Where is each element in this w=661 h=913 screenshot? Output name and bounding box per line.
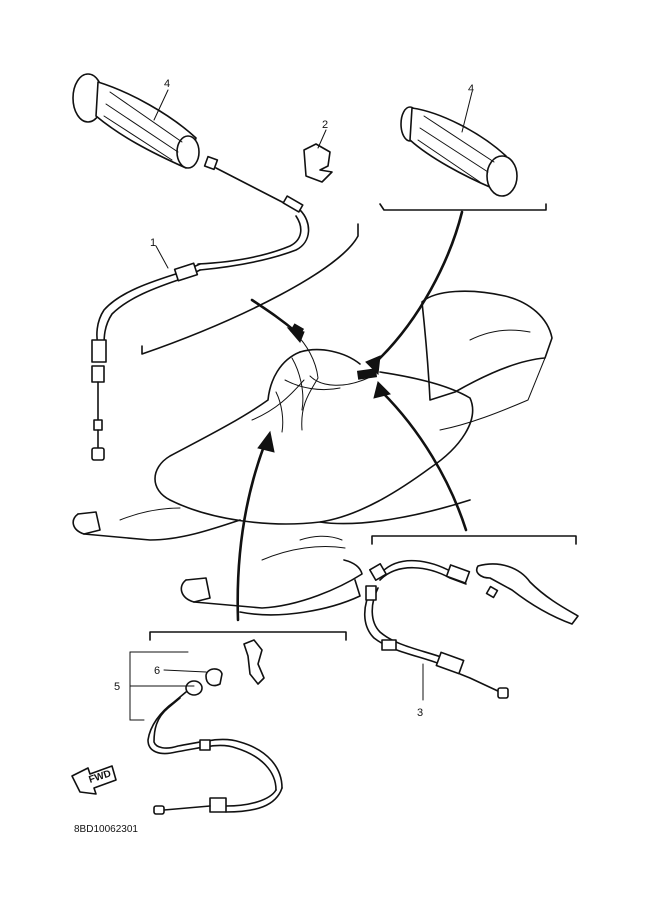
callout-6: 6 <box>154 665 160 677</box>
lower-left-connector <box>149 430 347 641</box>
throttle-cable <box>91 155 310 461</box>
forward-direction-badge: FWD <box>71 765 117 795</box>
right-grip <box>400 106 518 197</box>
callout-1: 1 <box>150 237 156 249</box>
clip-part <box>303 143 333 183</box>
drawing-code: 8BD10062301 <box>74 824 138 835</box>
lower-right-connector <box>371 381 577 545</box>
upper-connectors <box>141 203 547 431</box>
callout-4-right: 4 <box>468 83 474 95</box>
callout-2: 2 <box>322 119 328 131</box>
callout-leaders <box>153 89 473 269</box>
callout-3: 3 <box>417 707 423 719</box>
callout-5: 5 <box>114 681 120 693</box>
snowmobile-body <box>72 290 553 616</box>
brake-cable-assembly <box>363 559 579 701</box>
left-grip <box>72 73 200 169</box>
callout-4-left: 4 <box>164 78 170 90</box>
choke-cable-assembly <box>129 639 283 815</box>
